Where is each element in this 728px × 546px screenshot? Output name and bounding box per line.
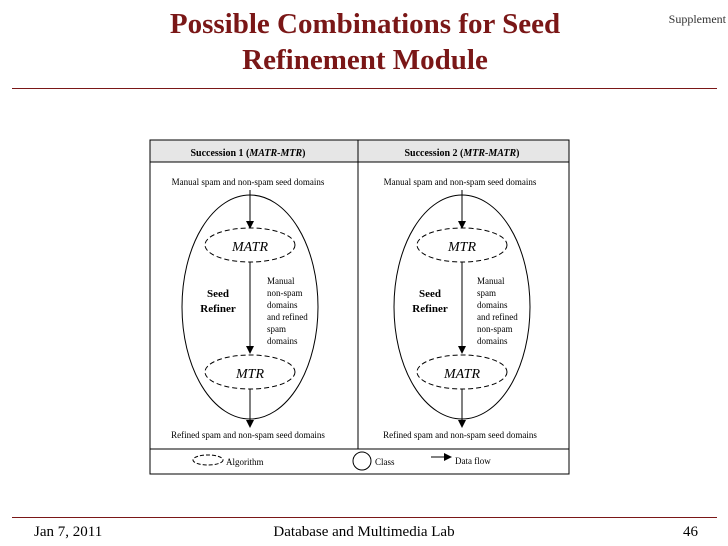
- succession-1-flow-label-line-4: and refined: [267, 312, 308, 322]
- succession-1-header: Succession 1 (MATR-MTR): [190, 148, 305, 159]
- succession-2-top-algorithm-label: MTR: [447, 240, 476, 255]
- succession-1-panel: Succession 1 (MATR-MTR) Manual spam and …: [171, 148, 325, 440]
- succession-1-seed-refiner-line-2: Refiner: [200, 303, 236, 315]
- header-band: [149, 139, 570, 163]
- succession-2-flow-label-line-5: non-spam: [477, 324, 513, 334]
- legend-algorithm-label: Algorithm: [226, 457, 264, 467]
- title-divider: [12, 88, 717, 89]
- legend-class-ellipse: [352, 451, 372, 471]
- succession-1-flow-label-line-3: domains: [267, 300, 298, 310]
- footer-lab-name: Database and Multimedia Lab: [273, 524, 455, 540]
- succession-2-flow-label-line-1: Manual: [477, 276, 505, 286]
- footer-divider: [12, 517, 717, 518]
- succession-1-flow-label-line-6: domains: [267, 336, 298, 346]
- succession-1-input-label: Manual spam and non-spam seed domains: [172, 177, 325, 187]
- succession-2-flow-label-line-6: domains: [477, 336, 508, 346]
- legend-class-label: Class: [375, 457, 395, 467]
- succession-2-flow-label-line-2: spam: [477, 288, 496, 298]
- legend-data-flow-label: Data flow: [455, 456, 491, 466]
- footer-date: Jan 7, 2011: [34, 524, 103, 540]
- succession-2-header: Succession 2 (MTR-MATR): [404, 148, 519, 159]
- succession-1-top-algorithm-label: MATR: [231, 240, 268, 255]
- succession-2-bottom-algorithm-label: MATR: [443, 367, 480, 382]
- succession-2-flow-label-line-3: domains: [477, 300, 508, 310]
- succession-1-bottom-algorithm-label: MTR: [235, 367, 264, 382]
- slide-title: Possible Combinations for Seed Refinemen…: [110, 6, 620, 78]
- slide-title-line-1: Possible Combinations for Seed: [169, 8, 561, 40]
- succession-1-flow-label-line-5: spam: [267, 324, 286, 334]
- succession-2-seed-refiner-line-1: Seed: [419, 288, 441, 300]
- succession-1-output-label: Refined spam and non-spam seed domains: [171, 430, 325, 440]
- succession-1-seed-refiner-line-1: Seed: [207, 288, 229, 300]
- legend: Algorithm Class Data flow: [192, 451, 491, 471]
- slide-title-line-2: Refinement Module: [242, 44, 488, 76]
- succession-2-input-label: Manual spam and non-spam seed domains: [384, 177, 537, 187]
- supplement-label: Supplement: [668, 12, 726, 26]
- succession-2-panel: Succession 2 (MTR-MATR) Manual spam and …: [383, 148, 537, 440]
- diagram-frame: [149, 139, 570, 475]
- succession-1-flow-label-line-2: non-spam: [267, 288, 303, 298]
- succession-1-flow-label-line-1: Manual: [267, 276, 295, 286]
- legend-algorithm-dashed-ellipse: [192, 454, 224, 466]
- succession-2-seed-refiner-line-2: Refiner: [412, 303, 448, 315]
- succession-2-flow-label-line-4: and refined: [477, 312, 518, 322]
- footer-page-number: 46: [683, 524, 698, 540]
- succession-2-output-label: Refined spam and non-spam seed domains: [383, 430, 537, 440]
